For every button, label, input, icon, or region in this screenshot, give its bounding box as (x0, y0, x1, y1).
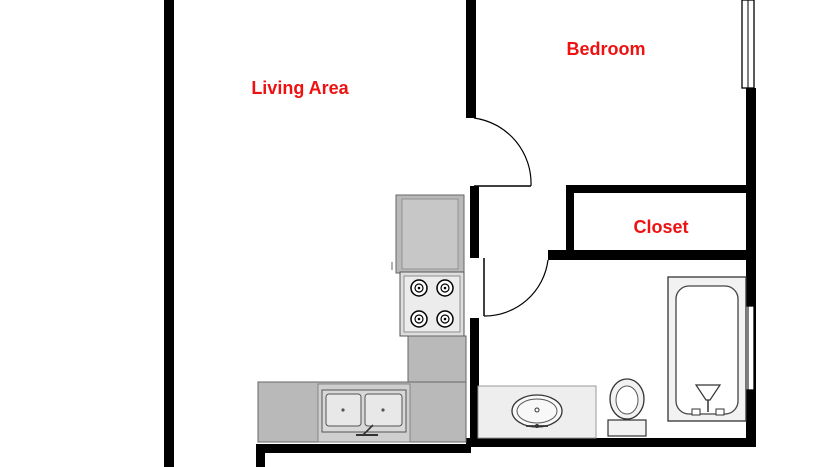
vanity (477, 385, 597, 439)
faucet-icon (356, 424, 378, 436)
east-exterior-wall (746, 88, 756, 438)
west-exterior-wall (164, 0, 174, 467)
upper-cabinet (391, 194, 465, 274)
stove (399, 271, 465, 337)
bath-door (483, 258, 549, 317)
bathtub (667, 276, 747, 422)
closet-top-wall (566, 185, 756, 193)
bedroom-label: Bedroom (566, 39, 645, 59)
bedroom-window (741, 0, 755, 89)
bath-west-wall (470, 318, 479, 438)
tub-faucet-icon (691, 384, 725, 416)
bath-bottom-wall (466, 438, 756, 447)
kitchen-bottom-wall (256, 444, 471, 453)
bedroom-living-partition-upper (466, 0, 476, 118)
bedroom-bath-wall (548, 250, 756, 260)
burner-icon (410, 279, 428, 297)
burner-icon (436, 279, 454, 297)
burner-icon (436, 310, 454, 328)
bedroom-door (473, 117, 532, 187)
closet-west-wall (566, 185, 574, 255)
burner-icon (410, 310, 428, 328)
closet-label: Closet (633, 217, 688, 237)
bedroom-living-partition-lower (470, 186, 479, 258)
kitchen-sink (321, 389, 407, 436)
walls (164, 0, 756, 467)
faucet-icon (526, 424, 548, 428)
toilet (607, 378, 647, 437)
bathroom-sink (511, 394, 563, 428)
south-wall-stub (256, 444, 265, 467)
living-area-label: Living Area (251, 78, 349, 98)
